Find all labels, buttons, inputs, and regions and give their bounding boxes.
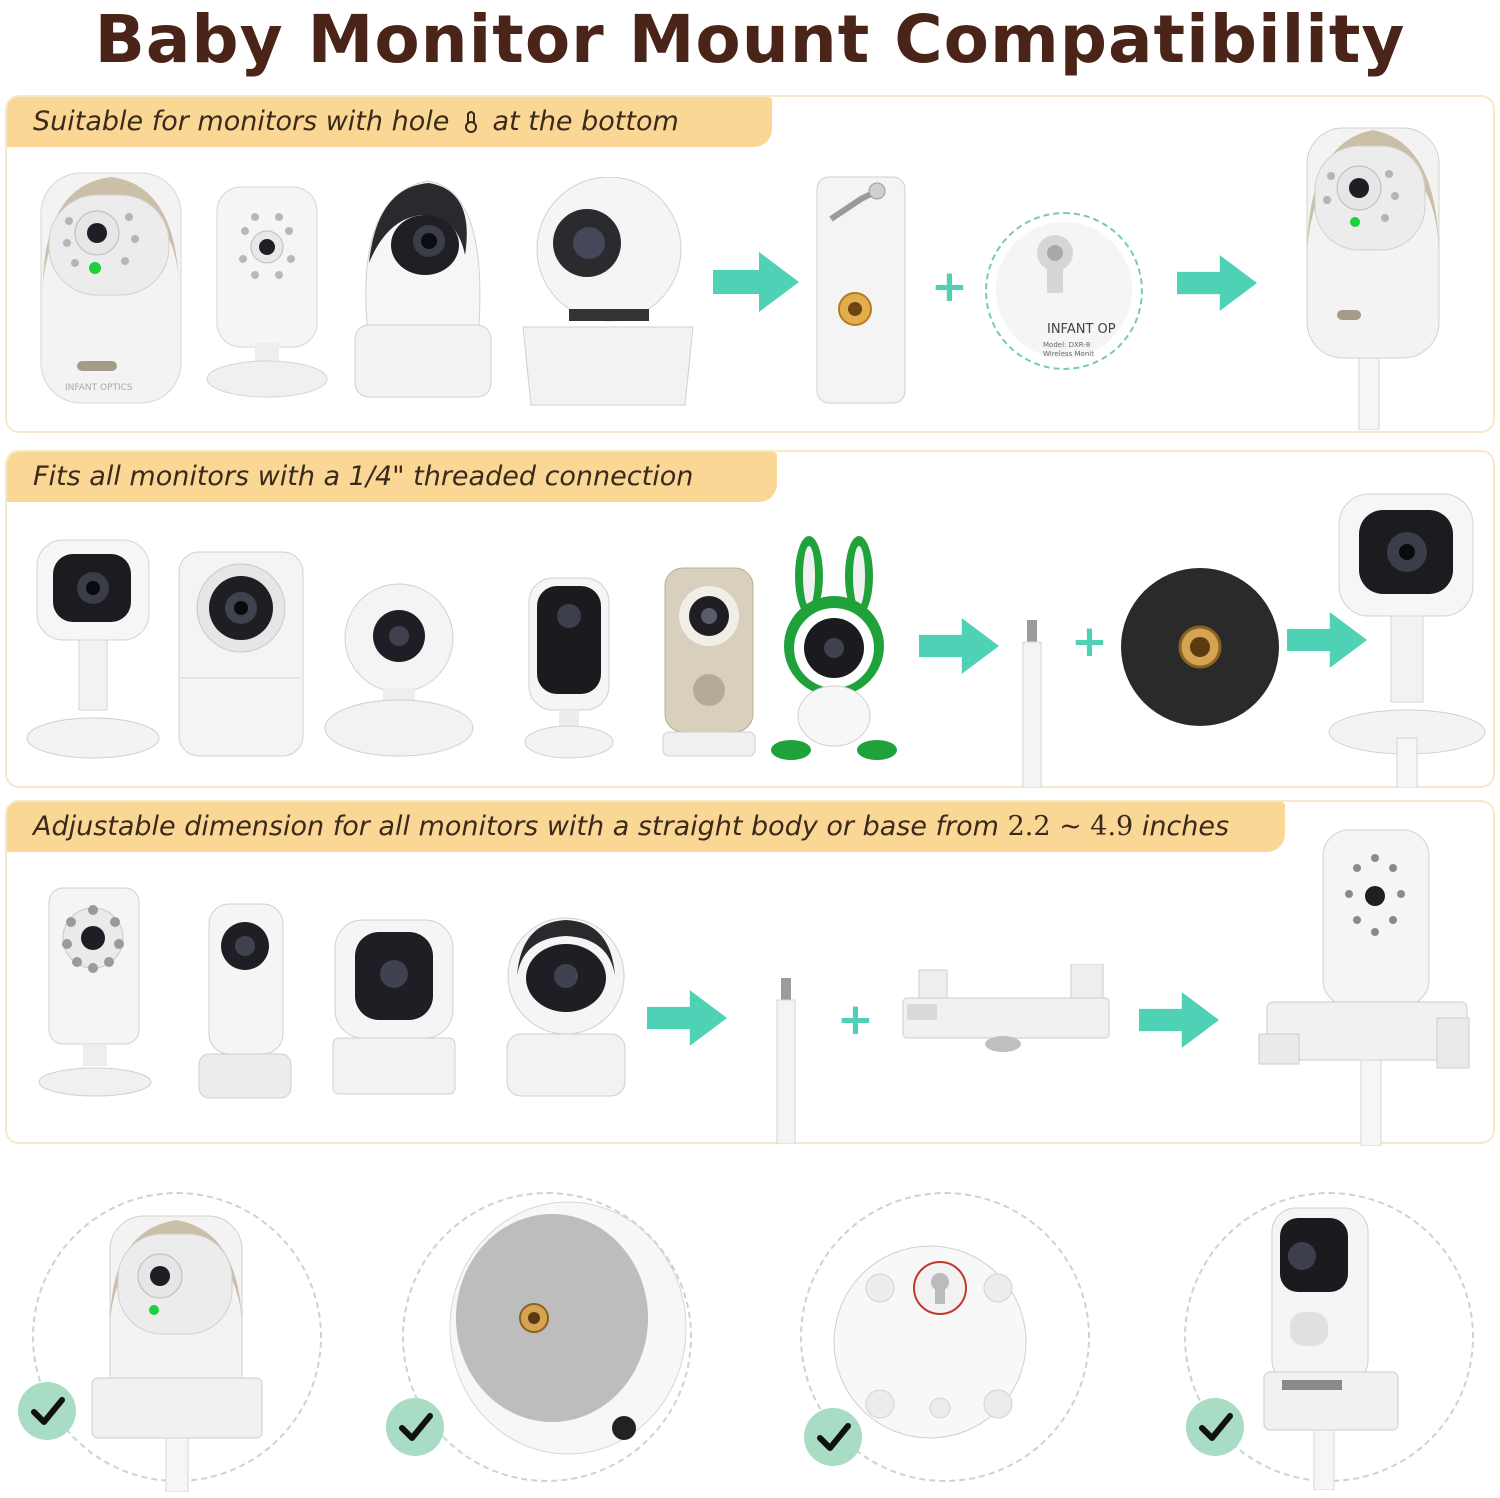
mounted-stand-camera-result xyxy=(1328,493,1486,788)
dome-camera xyxy=(522,177,694,406)
check-badge xyxy=(804,1408,862,1466)
checkmark-icon xyxy=(31,1397,65,1425)
section-keyhole: Suitable for monitors with hole at the b… xyxy=(5,95,1495,433)
plus-icon: + xyxy=(837,994,874,1045)
mounted-camera-result xyxy=(1306,127,1440,430)
section-adjustable: Adjustable dimension for all monitors wi… xyxy=(5,800,1495,1146)
model-label: INFANT OP xyxy=(1047,322,1116,337)
plus-icon: + xyxy=(1071,616,1108,667)
size-range: 2.2 ~ 4.9 xyxy=(1007,811,1134,842)
arrow-right-icon xyxy=(1139,992,1219,1048)
arrow-right-icon xyxy=(1177,255,1257,311)
compact-camera xyxy=(206,186,328,398)
tall-slim-camera xyxy=(198,903,292,1099)
pan-tilt-camera xyxy=(354,180,492,398)
threaded-socket-detail xyxy=(1121,568,1279,726)
check-badge xyxy=(1186,1398,1244,1456)
checkmark-icon xyxy=(1199,1413,1233,1441)
rectangular-camera xyxy=(38,887,152,1097)
mount-adapter xyxy=(816,176,906,404)
section-label-keyhole: Suitable for monitors with hole at the b… xyxy=(7,97,772,147)
arrow-right-icon xyxy=(713,252,799,312)
brand-text: INFANT OPTICS xyxy=(65,383,133,393)
section-label-adjustable: Adjustable dimension for all monitors wi… xyxy=(7,802,1285,852)
round-top-camera xyxy=(506,917,626,1097)
slim-camera xyxy=(524,577,614,759)
clamped-camera-result xyxy=(1258,829,1470,1146)
section-label-text-post: at the bottom xyxy=(492,106,679,137)
detail-circle-threaded-bottom xyxy=(402,1192,692,1482)
page-title: Baby Monitor Mount Compatibility xyxy=(94,1,1406,78)
adjustable-clamp xyxy=(902,964,1110,1052)
section-label-text-post: inches xyxy=(1133,811,1230,842)
stand-camera xyxy=(26,539,160,759)
checkmark-icon xyxy=(399,1413,433,1441)
threaded-pole xyxy=(776,978,796,1144)
keyhole-detail-circle xyxy=(985,212,1143,370)
section-label-threaded: Fits all monitors with a 1/4" threaded c… xyxy=(7,452,777,502)
arrow-right-icon xyxy=(1287,612,1367,668)
keyhole-bottom-view: INFANT OP Model: DXR-8 Wireless Monit xyxy=(996,222,1132,358)
keyhole-icon xyxy=(464,111,477,133)
threaded-bottom-detail xyxy=(449,1201,687,1455)
infant-optics-camera: INFANT OPTICS xyxy=(40,172,182,404)
section-label-text-pre: Suitable for monitors with hole xyxy=(33,106,450,137)
arrow-right-icon xyxy=(919,618,999,674)
keyhole-base-detail xyxy=(833,1245,1027,1439)
threaded-pole xyxy=(1022,620,1042,788)
square-camera xyxy=(178,551,304,757)
detail-circle-keyhole-base xyxy=(800,1192,1090,1482)
ball-camera xyxy=(324,583,474,757)
arrow-right-icon xyxy=(647,990,727,1046)
model-sub2: Wireless Monit xyxy=(1043,350,1094,358)
bunny-camera xyxy=(771,536,897,760)
model-sub: Model: DXR-8 xyxy=(1043,341,1090,349)
checkmark-icon xyxy=(817,1423,851,1451)
infant-optics-clamped-detail xyxy=(91,1215,263,1492)
slim-camera-clamped-detail xyxy=(1263,1207,1399,1490)
check-badge xyxy=(18,1382,76,1440)
section-threaded: Fits all monitors with a 1/4" threaded c… xyxy=(5,450,1495,788)
cube-camera xyxy=(332,919,456,1095)
beige-camera xyxy=(662,567,756,757)
plus-icon: + xyxy=(931,261,968,312)
section-label-text-pre: Adjustable dimension for all monitors wi… xyxy=(33,811,1008,842)
check-badge xyxy=(386,1398,444,1456)
